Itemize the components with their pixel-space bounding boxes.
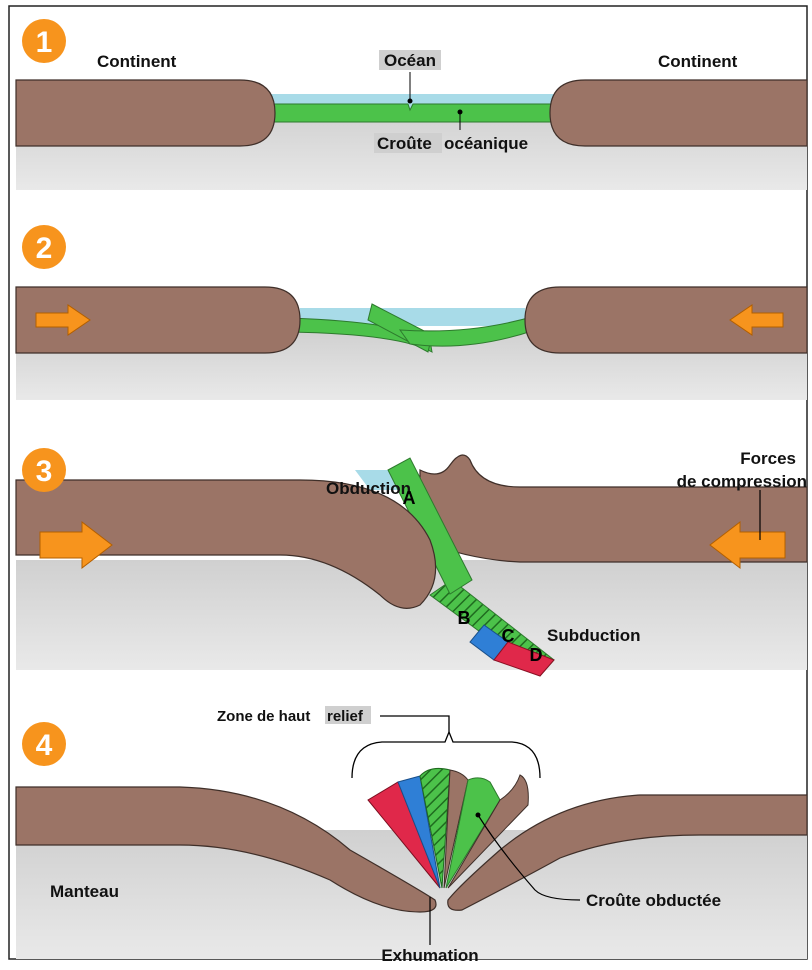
forces-label-line1: Forces: [740, 449, 796, 468]
badge-3-number: 3: [36, 455, 53, 488]
zone-label-part2: relief: [327, 708, 364, 725]
obducted-leader-dot: [476, 813, 481, 818]
continent-left-label: Continent: [97, 52, 177, 71]
panel-3: 3 Obduction Forces de compression Subduc…: [16, 448, 807, 676]
crust-label-word1: Croûte: [377, 134, 432, 153]
block-B-label: B: [458, 608, 471, 628]
zone-label-part1: Zone de haut: [217, 708, 310, 725]
obduction-label: Obduction: [326, 479, 411, 498]
subduction-label: Subduction: [547, 626, 640, 645]
badge-1-number: 1: [36, 26, 53, 59]
block-D-label: D: [530, 645, 543, 665]
ocean-label: Océan: [384, 51, 436, 70]
manteau-label: Manteau: [50, 882, 119, 901]
continent-left-1: [16, 80, 275, 146]
panel-2: 2: [16, 225, 807, 400]
relief-leader: [380, 716, 449, 732]
croute-obductee-label: Croûte obductée: [586, 891, 721, 910]
exhumation-label: Exhumation: [381, 946, 478, 965]
crust-label-word2: océanique: [444, 134, 528, 153]
badge-2-number: 2: [36, 232, 53, 265]
ocean-leader-dot: [408, 99, 413, 104]
block-C-label: C: [502, 626, 515, 646]
block-A-label: A: [403, 488, 416, 508]
panel-4: 4 Zone de haut relief Manteau Croûte obd…: [16, 706, 807, 965]
forces-label-line2: de compression: [677, 472, 807, 491]
badge-4-number: 4: [36, 729, 53, 762]
continent-right-label: Continent: [658, 52, 738, 71]
continent-right-1: [550, 80, 807, 146]
panel-1: 1 Continent Océan Continent Croûte océan…: [16, 19, 807, 190]
crust-leader-dot: [458, 110, 463, 115]
